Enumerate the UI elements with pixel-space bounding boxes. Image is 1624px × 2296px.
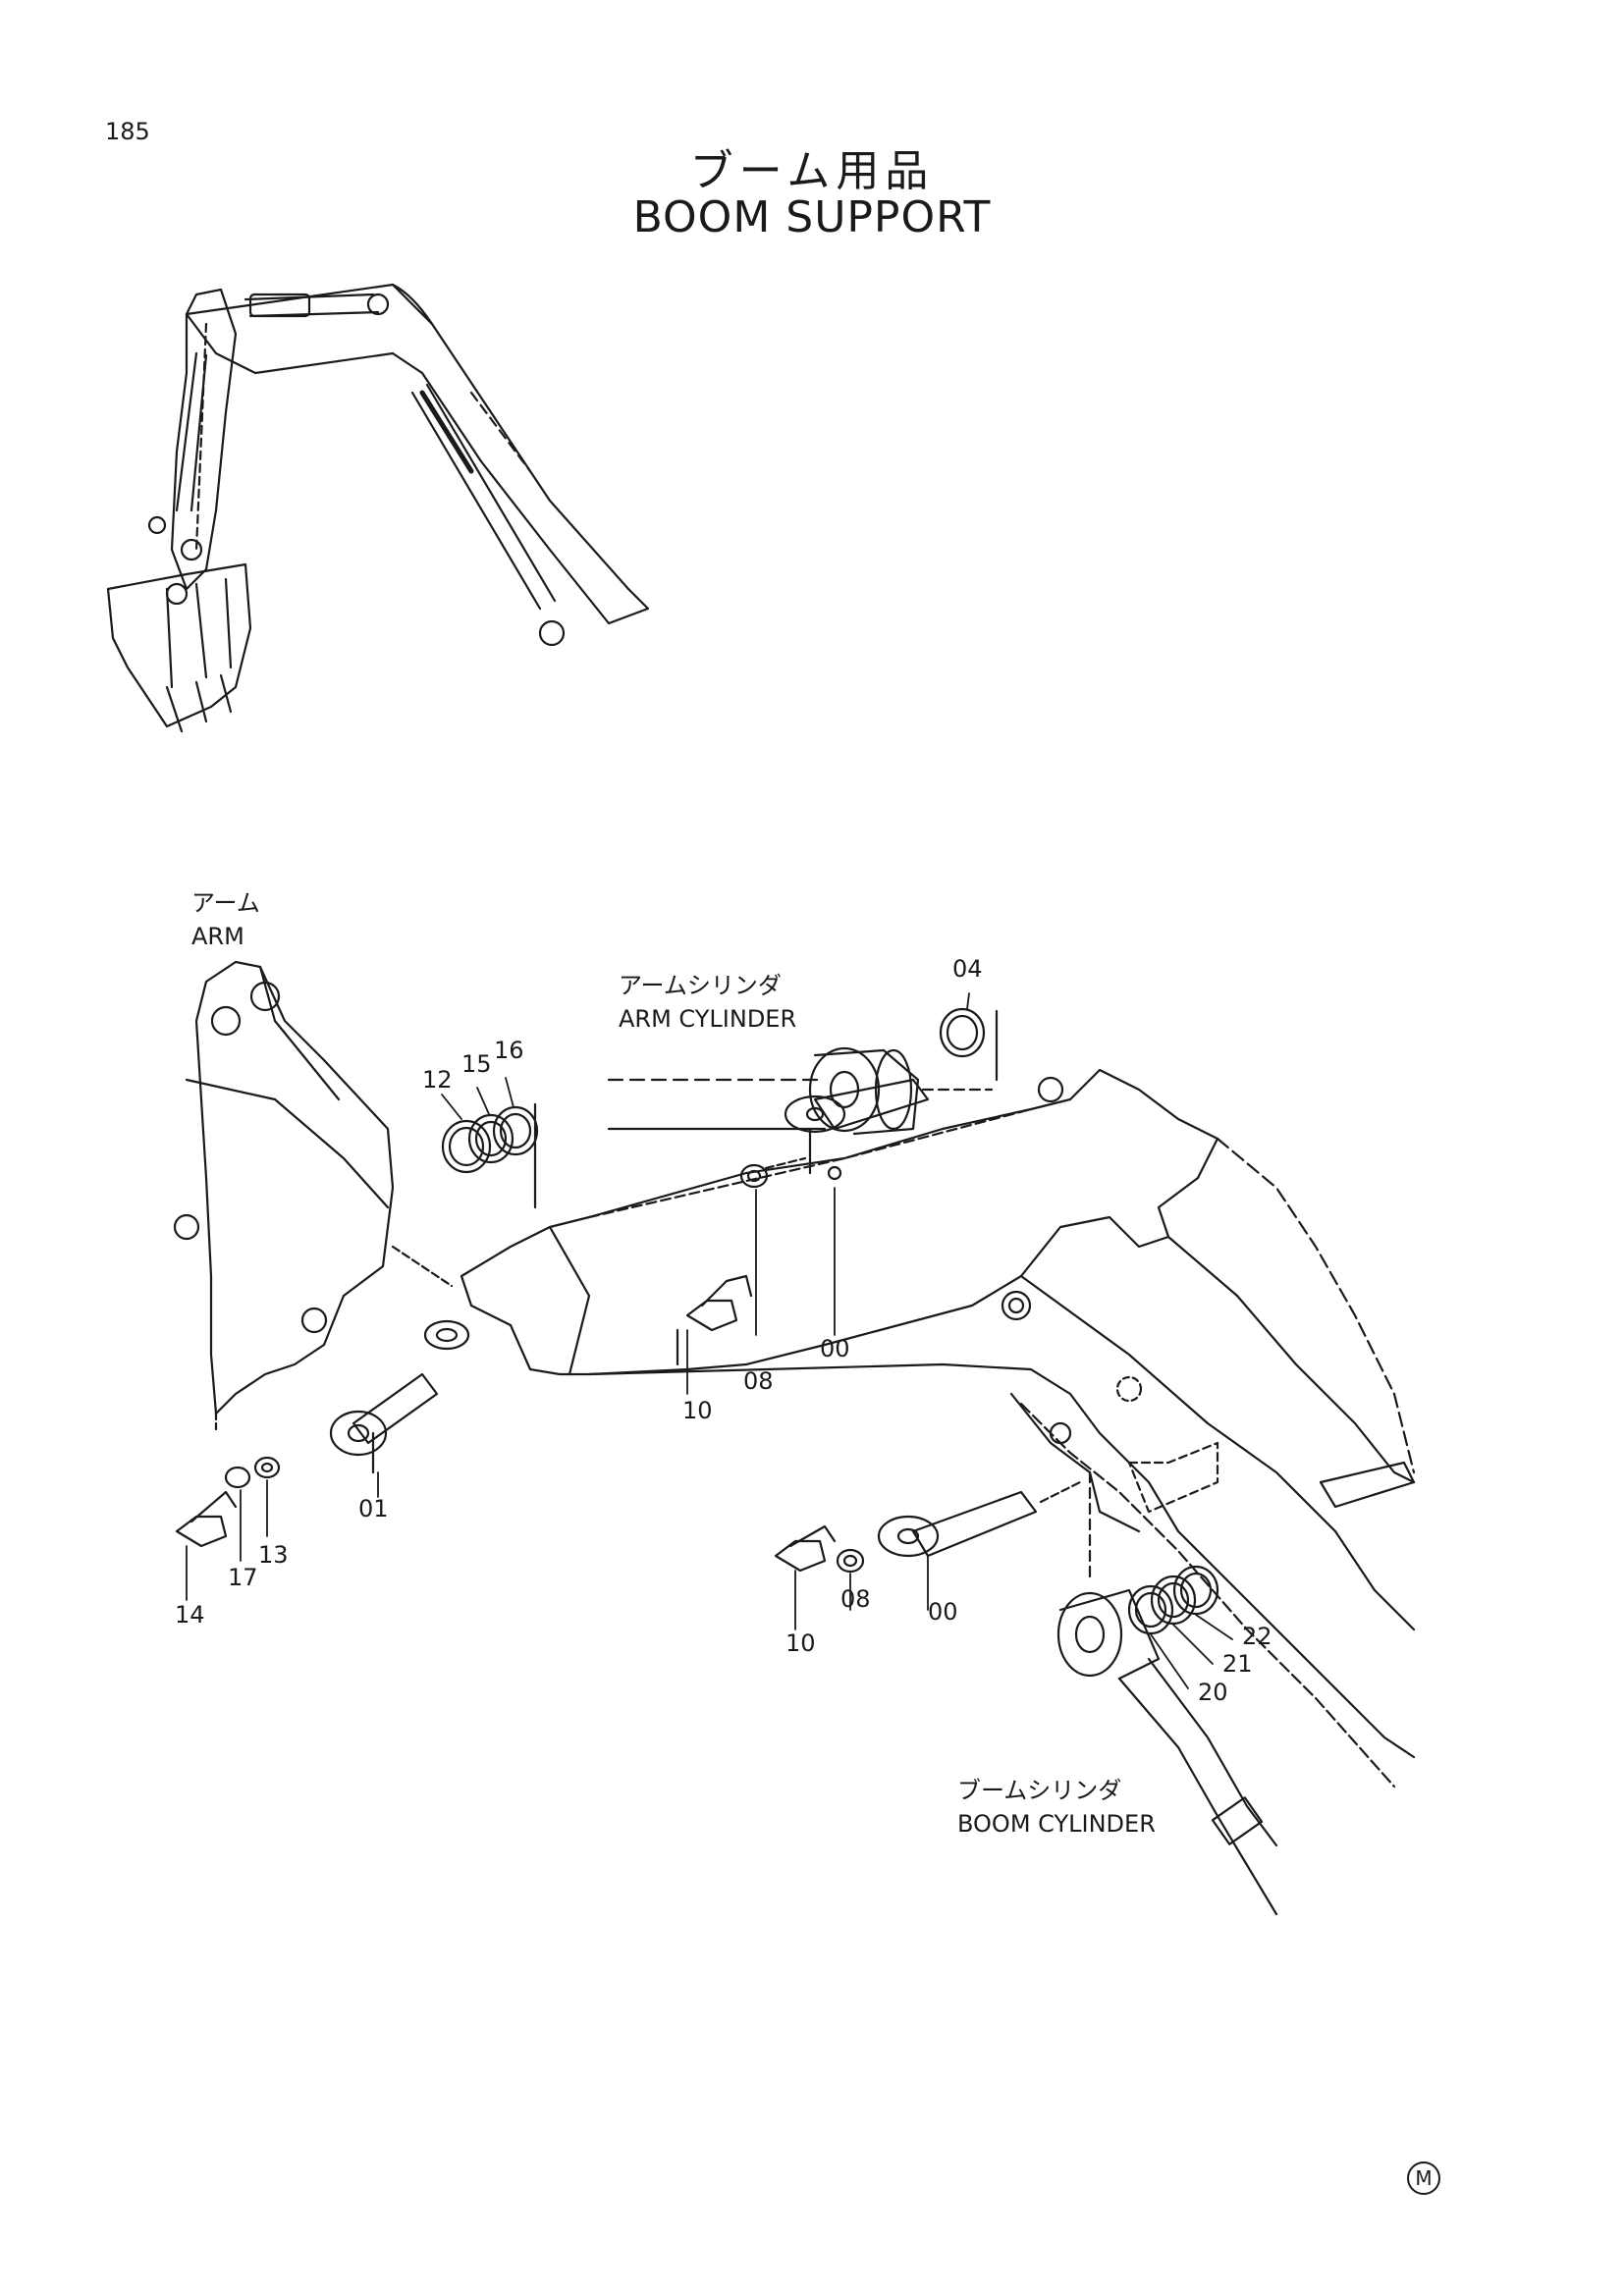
part-number-16: 16 bbox=[494, 1037, 524, 1064]
part-number-08-upper: 08 bbox=[743, 1367, 774, 1395]
part-number-04: 04 bbox=[952, 955, 983, 983]
part-number-10-upper: 10 bbox=[682, 1397, 713, 1424]
part-number-10-lower: 10 bbox=[785, 1629, 816, 1657]
arm-label-japanese: アーム bbox=[191, 889, 260, 917]
arm-cylinder-label: ARM CYLINDER bbox=[619, 1005, 797, 1033]
page-title: BOOM SUPPORT bbox=[632, 192, 992, 242]
shims-and-rings bbox=[441, 1007, 1219, 1635]
part-number-01: 01 bbox=[358, 1495, 389, 1522]
boom-cylinder-label: BOOM CYLINDER bbox=[957, 1810, 1156, 1838]
part-number-22: 22 bbox=[1242, 1623, 1272, 1650]
part-number-21: 21 bbox=[1222, 1650, 1253, 1678]
arm-label: ARM bbox=[191, 923, 244, 950]
boom-body bbox=[460, 1068, 1416, 1789]
part-number-17: 17 bbox=[228, 1564, 258, 1591]
boom-cylinder bbox=[1056, 1470, 1278, 1916]
overview-front-attachment bbox=[106, 283, 650, 733]
lower-left-pin-assembly bbox=[175, 1245, 470, 1548]
part-number-08-lower: 08 bbox=[840, 1585, 871, 1613]
page-number: 185 bbox=[105, 118, 150, 145]
lower-right-pin-assembly bbox=[774, 1480, 1082, 1574]
part-number-14: 14 bbox=[175, 1601, 205, 1629]
part-number-00-upper: 00 bbox=[820, 1335, 850, 1362]
leader-lines bbox=[186, 992, 1233, 1689]
circled-m-mark: M bbox=[1407, 2162, 1440, 2195]
part-number-13: 13 bbox=[258, 1541, 289, 1569]
part-number-00-lower: 00 bbox=[928, 1598, 958, 1626]
boom-cylinder-label-japanese: ブームシリンダ bbox=[957, 1777, 1122, 1804]
page-title-japanese: ブーム用品 bbox=[689, 146, 935, 196]
part-number-20: 20 bbox=[1198, 1679, 1228, 1706]
upper-pin-assembly bbox=[676, 1078, 930, 1366]
arm-cylinder bbox=[607, 1046, 994, 1136]
arm-cylinder-label-japanese: アームシリンダ bbox=[619, 972, 782, 999]
arm-body bbox=[173, 960, 395, 1435]
part-number-15: 15 bbox=[461, 1050, 492, 1078]
part-number-12: 12 bbox=[422, 1066, 453, 1094]
